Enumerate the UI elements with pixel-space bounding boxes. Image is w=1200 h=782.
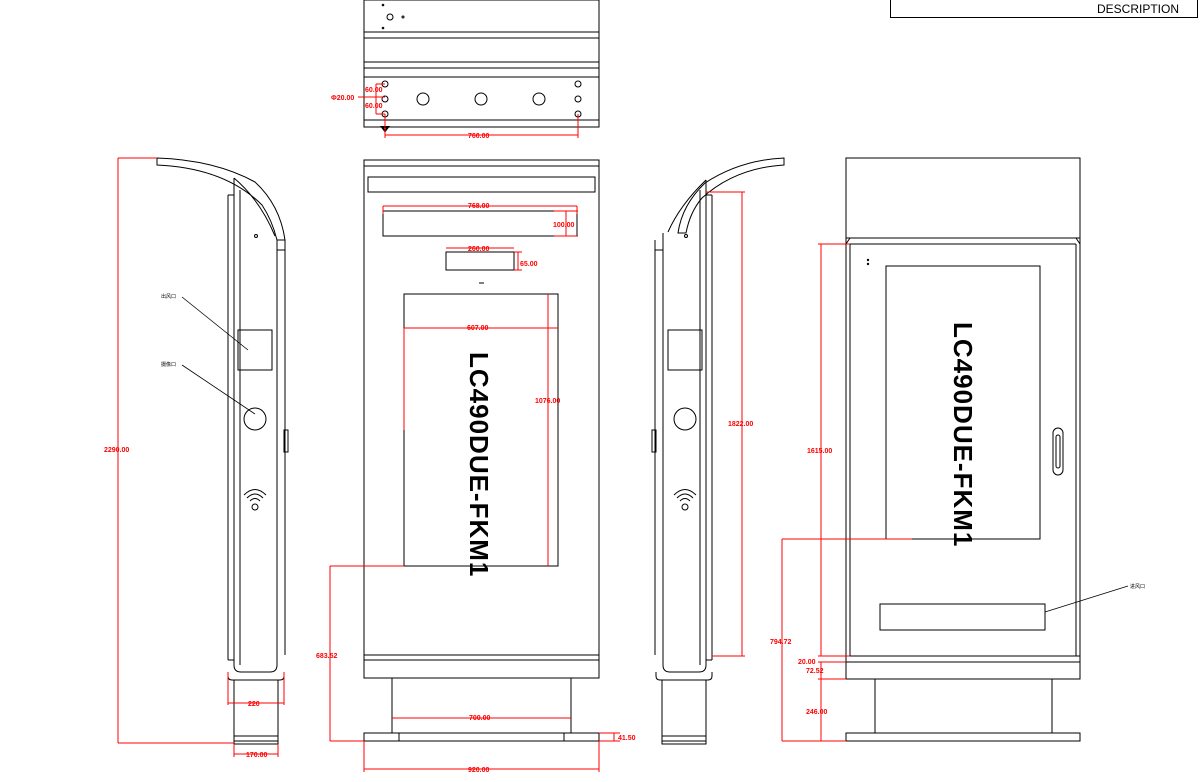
- dim-side-base: 220: [248, 701, 260, 708]
- dim-front-total-w: 920.00: [468, 767, 490, 774]
- dim-top-v1: 60.00: [365, 87, 383, 94]
- title-block-label: DESCRIPTION: [1096, 2, 1179, 16]
- dim-front-slot-w: 768.00: [468, 203, 490, 210]
- dim-back-a: 20.00: [798, 659, 816, 666]
- back-model-text: LC490DUE-FKM1: [948, 322, 978, 547]
- dim-front-lower: 683.52: [316, 653, 338, 660]
- label-camera-port: 摄像口: [161, 361, 176, 368]
- dim-back-b: 72.52: [806, 668, 824, 675]
- nfc-icon: [673, 489, 697, 511]
- dim-back-lower: 794.72: [770, 639, 792, 646]
- dim-top-v2: 60.00: [365, 103, 383, 110]
- dim-front-small-h: 65.00: [520, 261, 538, 268]
- top-view: Φ20.00 60.00 60.00 760.00: [331, 0, 600, 140]
- dim-front-screen-h: 1076.00: [535, 398, 560, 405]
- right-side-view: 1822.00: [651, 157, 785, 745]
- dim-front-screen-w: 607.00: [467, 325, 489, 332]
- dim-side-height: 2290.00: [104, 447, 129, 454]
- front-model-text: LC490DUE-FKM1: [464, 352, 494, 577]
- dim-back-base: 246.00: [806, 709, 828, 716]
- dim-side-foot: 170.00: [246, 752, 268, 759]
- dim-top-width: 760.00: [468, 133, 490, 140]
- front-view: LC490DUE-FKM1 768.00 100.00 260.00 65.00…: [316, 159, 636, 774]
- nfc-icon: [243, 489, 267, 511]
- label-air-outlet: 出风口: [161, 293, 176, 300]
- title-block: DESCRIPTION: [890, 0, 1198, 18]
- dim-front-foot: 41.50: [618, 735, 636, 742]
- label-air-inlet: 进风口: [1130, 583, 1145, 590]
- back-view: LC490DUE-FKM1 进风口 1615.00 794.72 20.00 7…: [770, 157, 1145, 742]
- left-side-view: 出风口 摄像口 2290.00 220 170.00: [104, 157, 289, 759]
- dim-top-diameter: Φ20.00: [331, 95, 354, 102]
- dim-front-base-w: 700.00: [469, 715, 491, 722]
- dim-right-height: 1822.00: [728, 421, 753, 428]
- dim-back-height: 1615.00: [807, 448, 832, 455]
- dim-front-small-w: 260.00: [468, 246, 490, 253]
- dim-front-slot-h: 100.00: [553, 222, 575, 229]
